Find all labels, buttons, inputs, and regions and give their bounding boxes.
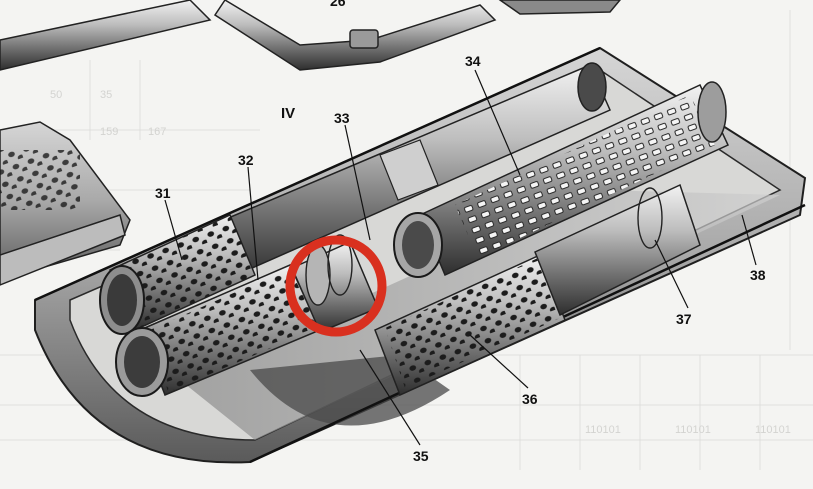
- callout-34: 34: [465, 53, 481, 69]
- perforated-tube-31: [99, 213, 256, 335]
- left-muffler-fragment: [0, 121, 131, 286]
- highlight-circle: [285, 235, 387, 337]
- exhaust-pipe-top: [0, 0, 621, 71]
- callout-31: 31: [155, 185, 171, 201]
- callout-labels: 26 31 32 33 34 35 36 37 38 IV: [155, 0, 766, 464]
- table-cell-4: 167: [148, 126, 166, 138]
- table-cell-5: 110101: [585, 424, 621, 436]
- table-cell-2: 35: [100, 89, 112, 101]
- callout-32: 32: [238, 152, 254, 168]
- solid-tube-37: [534, 183, 701, 317]
- callout-38: 38: [750, 267, 766, 283]
- callout-26: 26: [330, 0, 346, 9]
- perforated-tube-36: [374, 253, 566, 397]
- callout-33: 33: [334, 110, 350, 126]
- leader-lines: [164, 69, 757, 446]
- callout-36: 36: [522, 391, 538, 407]
- section-label: IV: [281, 105, 295, 122]
- callout-35: 35: [413, 448, 429, 464]
- callout-37: 37: [676, 311, 692, 327]
- perforated-tube-32: [115, 264, 322, 397]
- upper-long-tube: [198, 62, 611, 281]
- connector-sleeve-33: [291, 234, 379, 333]
- table-cell-1: 50: [50, 89, 62, 101]
- table-cell-3: 159: [100, 126, 118, 138]
- slotted-tube-34: [393, 81, 729, 278]
- table-cell-7: 110101: [755, 424, 791, 436]
- table-cell-6: 110101: [675, 424, 711, 436]
